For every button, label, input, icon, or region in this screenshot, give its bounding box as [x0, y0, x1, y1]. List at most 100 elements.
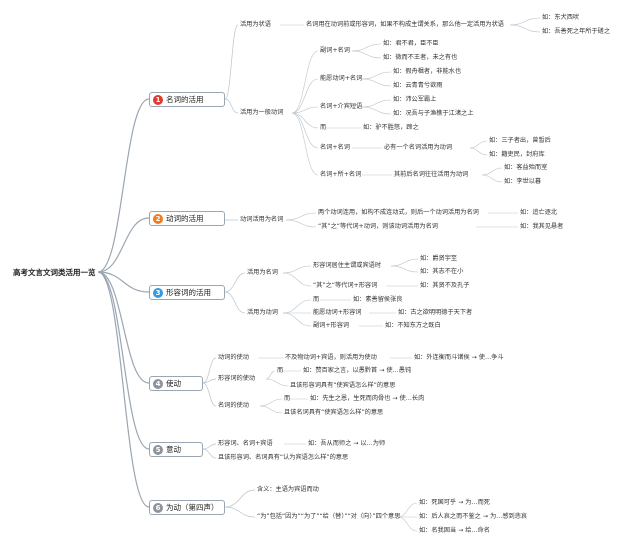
connector: [351, 50, 382, 59]
rule: 两个动词连用，如构不成连动式，则后一个动词活用为名词: [318, 209, 479, 216]
connector: [265, 370, 276, 380]
rule: 且该形容词具有“使宾语怎么样”的意思: [290, 382, 396, 389]
connector: [509, 24, 541, 33]
connector: [291, 106, 319, 114]
example: 如：况吾与子渔樵于江渚之上: [393, 110, 474, 117]
rule: 且该名词具有“使宾语怎么样”的意思: [284, 409, 384, 416]
connector: [259, 398, 283, 407]
branch-verb-as-noun: 动词活用为名词: [240, 216, 284, 223]
example: 如：我其见悬者: [520, 223, 564, 230]
connector: [361, 78, 392, 87]
branch-as-adverbial: 活用为状语: [240, 21, 271, 28]
connector: [282, 312, 312, 327]
rule: 形容词、名词+宾语: [218, 440, 273, 447]
branch-as-noun: 活用为名词: [247, 269, 278, 276]
rule: “其”之“等代词+动词，则该动词活用为名词: [318, 223, 438, 230]
rule: 形容词居住主谓或宾语时: [313, 262, 382, 269]
example: 如：云青青兮欲雨: [393, 82, 443, 89]
connector: [202, 378, 217, 384]
branch-noun-causative: 名词的使动: [218, 402, 249, 409]
branch-as-general-verb: 活用为一般动词: [240, 109, 284, 116]
category-noun-usage[interactable]: 1 名词的活用: [149, 92, 225, 107]
connector: [224, 506, 256, 518]
number-badge-6: 6: [153, 502, 163, 513]
example: 如：其贤不及孔子: [420, 282, 470, 289]
connector: [285, 212, 317, 221]
root-topic: 高考文言文词类活用一览: [13, 268, 96, 277]
number-badge-2: 2: [153, 213, 163, 224]
connector: [351, 43, 382, 52]
connector: [202, 382, 217, 407]
pattern: 而: [320, 124, 327, 131]
example: 如：素善留侯张良: [353, 296, 403, 303]
connector: [291, 78, 319, 114]
pattern: 能愿动词+名词: [320, 75, 363, 82]
connector: [202, 443, 217, 450]
example: 如：不知东方之既白: [385, 322, 441, 329]
category-verb-usage[interactable]: 2 动词的活用: [149, 211, 225, 226]
number-badge-3: 3: [153, 287, 163, 298]
connector: [397, 502, 418, 518]
connector: [259, 405, 283, 414]
category-putative[interactable]: 5 意动: [149, 442, 203, 457]
connector: [481, 167, 503, 176]
example: 如：李世以暮: [504, 178, 542, 185]
category-label: 名词的活用: [166, 95, 204, 104]
connector: [224, 24, 239, 100]
example: 如：其志不在小: [420, 268, 464, 275]
rule: “为”包括“因为”“为了”“给（替）”“对（向）”四个意思: [257, 513, 401, 520]
connector: [97, 98, 150, 273]
category-causative[interactable]: 4 使动: [149, 376, 203, 391]
connector: [224, 98, 239, 114]
category-adjective-usage[interactable]: 3 形容词的活用: [149, 285, 225, 300]
connector: [481, 174, 503, 183]
branch-verb-causative: 动词的使动: [218, 354, 249, 361]
rule: 且该形容词、名词具有“认为宾语怎么样”的意思: [218, 454, 349, 461]
example: 如：东犬西吠: [542, 14, 580, 21]
category-label: 意动: [166, 445, 181, 454]
connector: [291, 112, 319, 176]
rule: 而: [277, 367, 284, 374]
connector: [224, 272, 246, 293]
branch-adjective-causative: 形容词的使动: [218, 375, 256, 382]
connector: [285, 219, 317, 228]
category-label: 动词的活用: [166, 214, 204, 223]
connector: [390, 265, 419, 273]
connector: [397, 516, 418, 532]
example: 如：名我固当 → 给…命名: [419, 527, 490, 534]
connector: [97, 217, 150, 273]
rule: 必有一个名词活用为动词: [384, 144, 453, 151]
example: 如：驴不胜怒，蹄之: [363, 124, 419, 131]
example: 如：吾从而师之 → 以…为师: [308, 440, 386, 447]
pattern: 名词+介宾短语: [320, 103, 363, 110]
rule: 其前后名词往往活用为动词: [394, 171, 469, 178]
example: 如：先生之恩，生死而肉骨也 → 使…长肉: [310, 395, 425, 402]
example: 如：沛公军霸上: [393, 96, 437, 103]
example: 如：籍吏民，封府库: [489, 151, 545, 158]
category-beneficiary[interactable]: 6 为动（第四声）: [149, 500, 225, 515]
example: 如：客益殆而室: [504, 164, 548, 171]
connector: [282, 299, 312, 314]
rule: 不及物动词+宾语，则活用为使动: [285, 354, 377, 361]
number-badge-5: 5: [153, 444, 163, 455]
category-label: 形容词的活用: [166, 288, 211, 297]
example: 如：三子者出，曾皙后: [489, 137, 551, 144]
number-badge-4: 4: [153, 378, 163, 389]
connector: [361, 106, 392, 115]
connector: [97, 271, 150, 450]
example: 如：死国可乎 → 为…而死: [419, 499, 490, 506]
example: 如：古之欲明明德于天下者: [398, 309, 473, 316]
connector: [469, 147, 488, 156]
rule: 副词+形容词: [313, 322, 350, 329]
pattern: 名词+名词: [320, 144, 350, 151]
connector: [224, 291, 246, 314]
connector: [97, 271, 150, 293]
branch-as-verb: 活用为动词: [247, 309, 278, 316]
example: 如：假舟楫者，非能水也: [393, 68, 462, 75]
rule: 而: [313, 296, 320, 303]
example: 如：外连衡而斗诸侯 → 使…争斗: [414, 354, 504, 361]
rule: 而: [284, 395, 291, 402]
rule: 能愿动词+形容词: [313, 309, 362, 316]
connector: [361, 99, 392, 108]
